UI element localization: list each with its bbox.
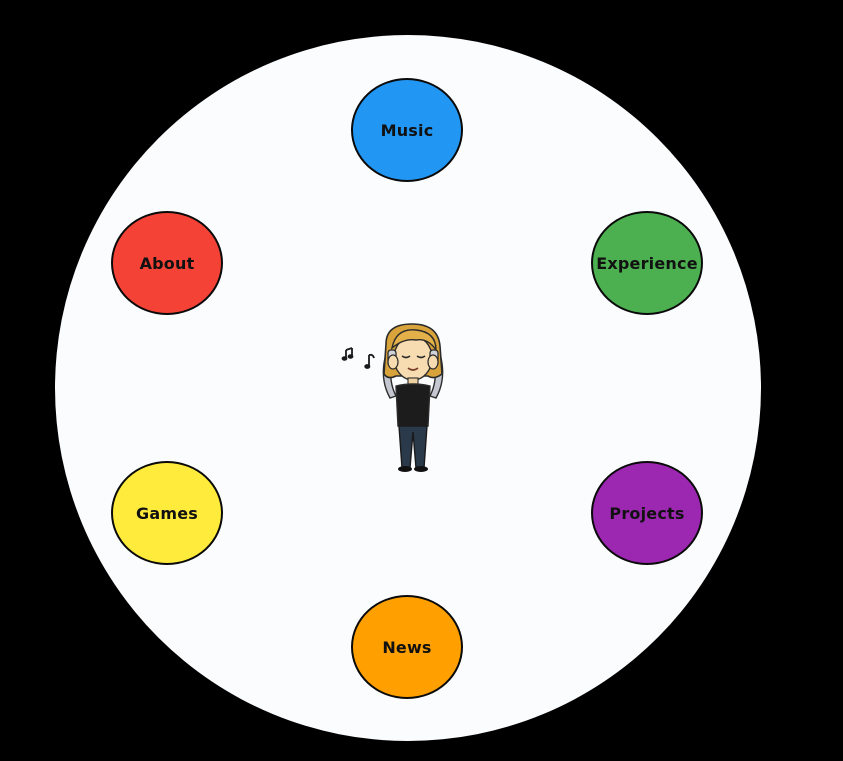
about-button-label: About bbox=[139, 253, 195, 273]
news-button[interactable]: News bbox=[351, 595, 463, 699]
music-button[interactable]: Music bbox=[351, 78, 463, 182]
music-notes-icon bbox=[341, 347, 375, 369]
experience-button[interactable]: Experience bbox=[591, 211, 703, 315]
projects-button[interactable]: Projects bbox=[591, 461, 703, 565]
about-button[interactable]: About bbox=[111, 211, 223, 315]
music-button-label: Music bbox=[380, 120, 434, 140]
experience-button-label: Experience bbox=[596, 253, 698, 273]
games-button[interactable]: Games bbox=[111, 461, 223, 565]
avatar-with-headphones-icon bbox=[341, 323, 444, 472]
projects-button-label: Projects bbox=[609, 503, 685, 523]
news-button-label: News bbox=[382, 637, 432, 657]
games-button-label: Games bbox=[136, 503, 198, 523]
